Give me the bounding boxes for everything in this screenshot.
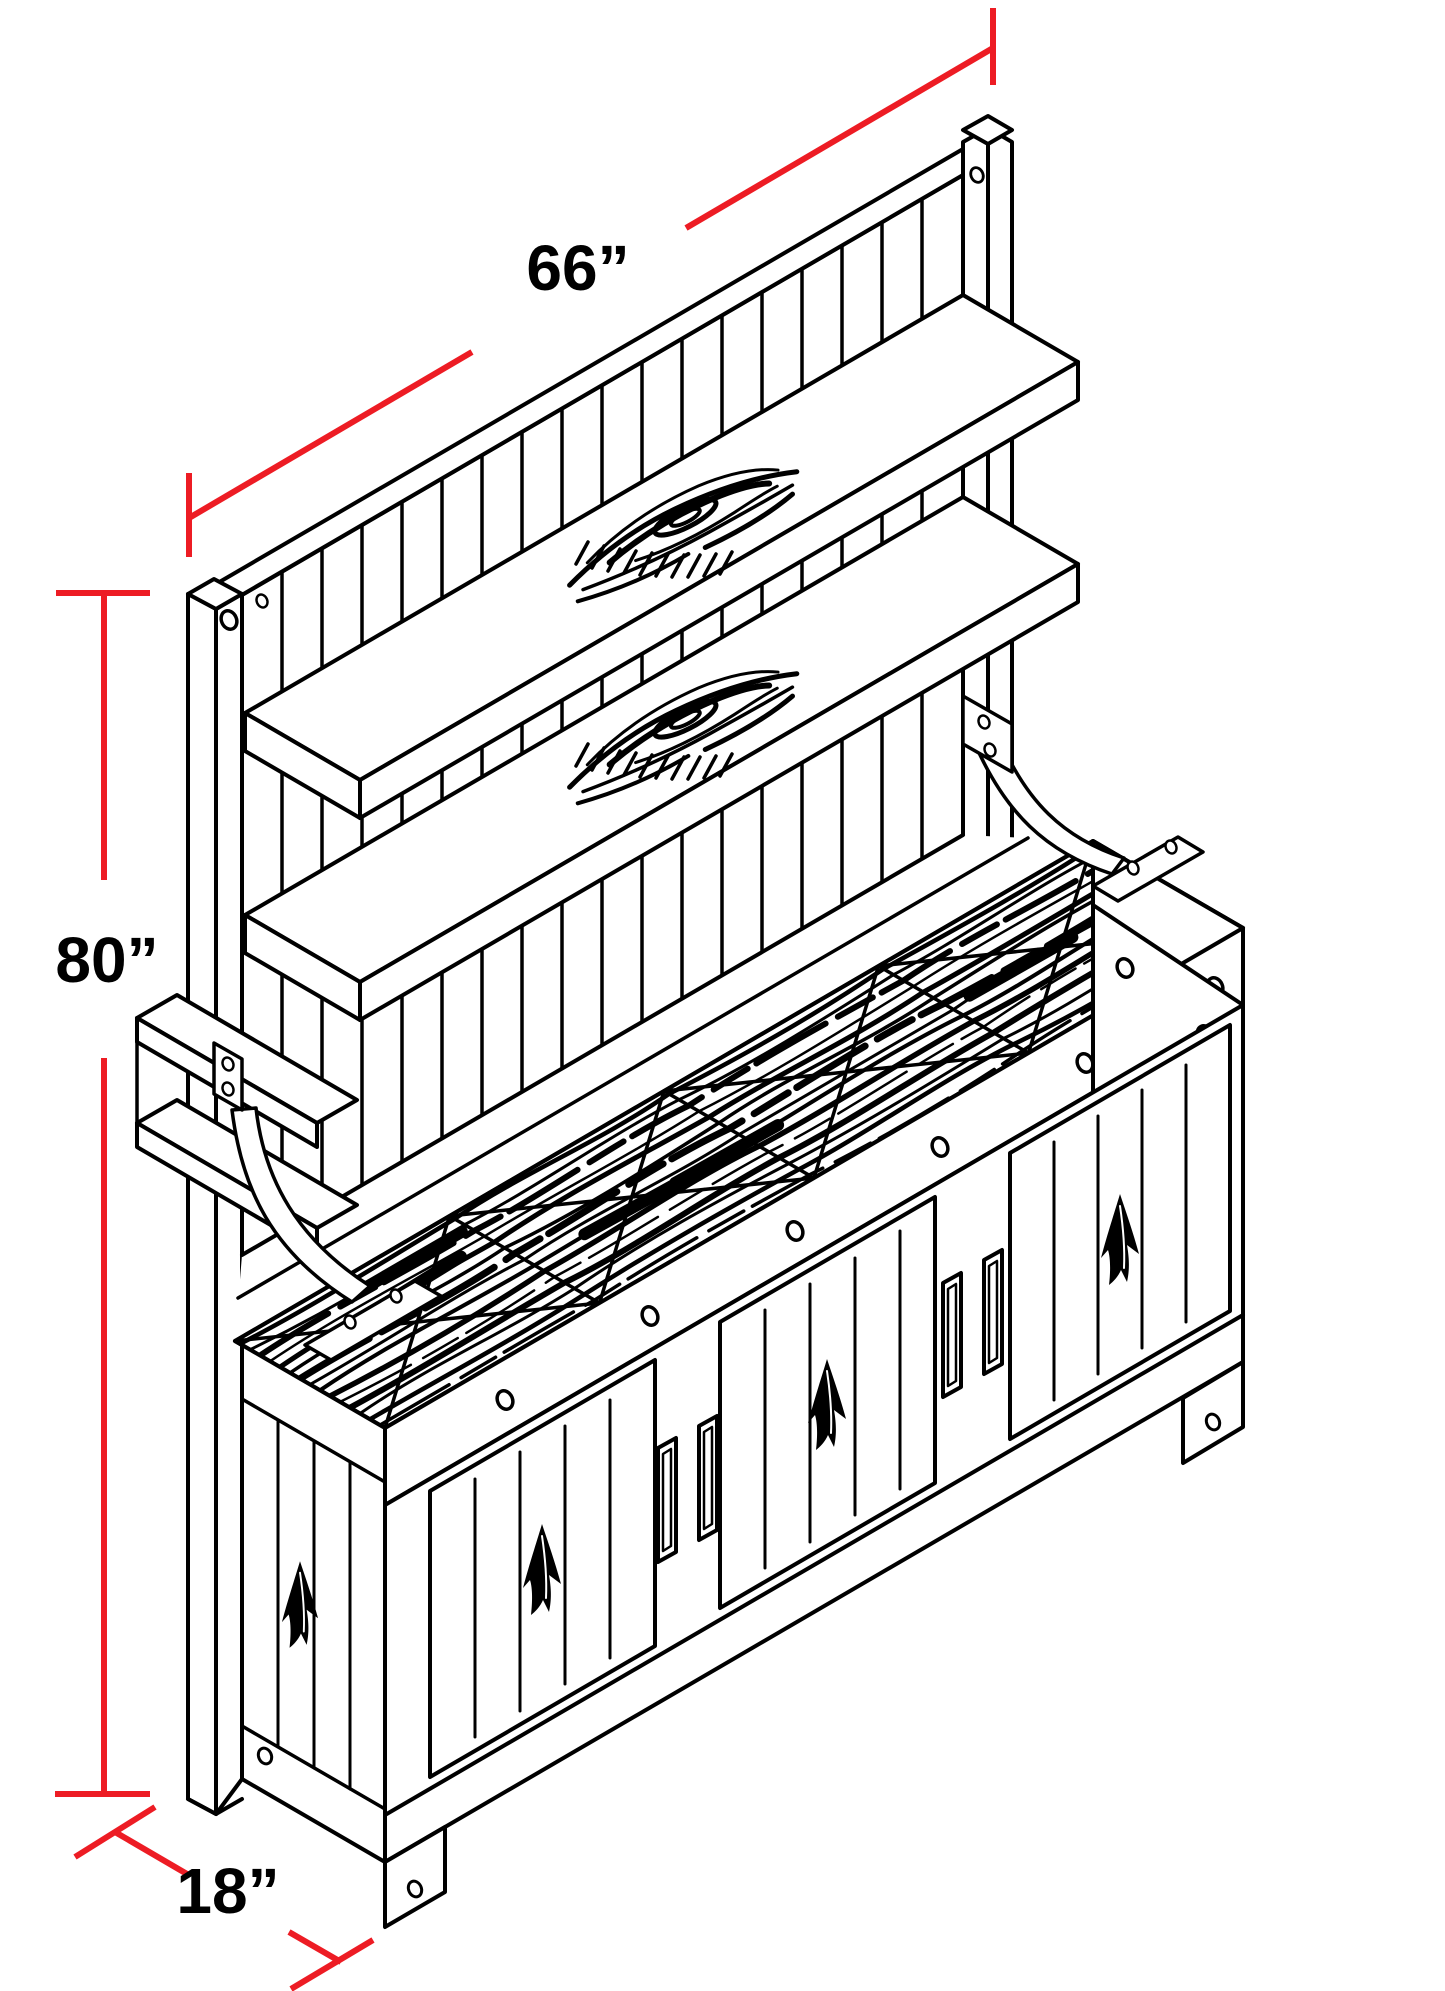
back-left-leg-foot [186, 1797, 244, 1816]
left-corner-post [186, 577, 271, 1816]
door-right [1008, 1023, 1232, 1441]
width-line-upper [684, 45, 995, 231]
front-left-leg [383, 1825, 447, 1929]
dimension-depth-18 [73, 1804, 375, 1991]
bottom-rail-line [383, 1313, 1245, 1817]
dimension-height-80 [55, 590, 150, 1797]
cabinet-front [383, 1003, 1245, 1864]
depth-line-upper [113, 1829, 189, 1877]
parquet-seams [233, 839, 1245, 1430]
depth-label: 18” [176, 1855, 279, 1927]
right-corner-bracket [961, 694, 1205, 903]
door-center [718, 1195, 937, 1610]
legs [186, 1360, 1245, 1929]
lower-shelf [243, 495, 1080, 1022]
lower-shelf-left-end [243, 913, 362, 1022]
tray-back-lip-top [240, 833, 965, 1257]
front-right-leg [1181, 1360, 1245, 1465]
depth-end-slash [289, 1937, 375, 1991]
cabinet-left-side [240, 1343, 387, 1864]
height-label: 80” [55, 924, 158, 996]
depth-line-lower [287, 1929, 343, 1965]
buffet-base-cabinet [186, 833, 1245, 1929]
door-left [428, 1358, 657, 1779]
left-corner-bracket [212, 1041, 443, 1362]
dimension-width-66 [186, 8, 996, 557]
upper-shelf-left-end [243, 711, 362, 820]
width-label: 66” [526, 232, 629, 304]
upper-shelf [243, 293, 1080, 820]
dimension-lines [55, 8, 996, 1991]
width-line-lower [187, 349, 474, 521]
tray-back-lip-front [236, 836, 1030, 1300]
